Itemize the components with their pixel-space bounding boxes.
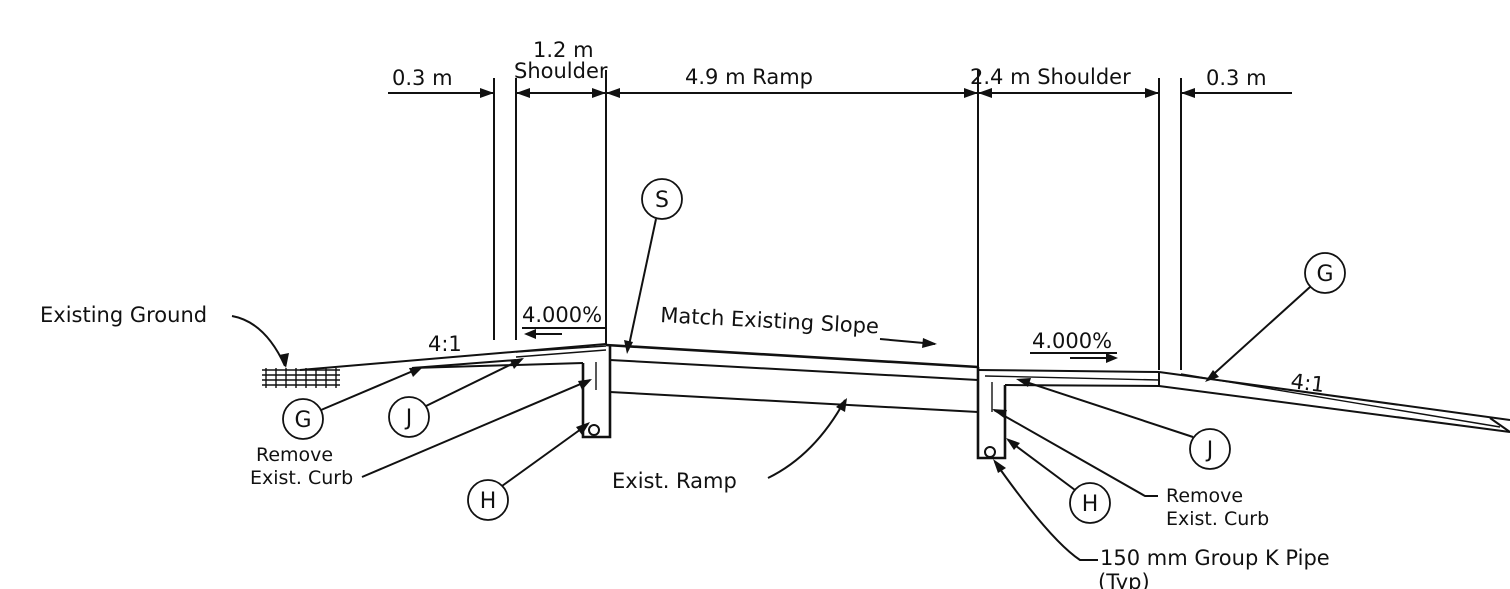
slope-left-shoulder: 4.000% <box>522 303 602 327</box>
leader-existing-ground <box>231 315 286 367</box>
callout-g-right: G <box>1205 252 1346 382</box>
svg-text:J: J <box>1205 438 1214 463</box>
svg-text:H: H <box>1082 492 1099 517</box>
dimension-lines <box>388 70 1292 370</box>
slope-ramp: Match Existing Slope <box>660 303 880 338</box>
svg-text:J: J <box>404 406 413 431</box>
dim-right-gap: 0.3 m <box>1206 66 1267 90</box>
label-remove-curb-right-1: Remove <box>1166 485 1243 507</box>
label-pipe-1: 150 mm Group K Pipe <box>1100 546 1330 570</box>
callout-s: S <box>624 178 683 354</box>
right-shoulder-slope-group: 4.000% <box>1030 329 1118 363</box>
label-existing-ground: Existing Ground <box>40 303 207 327</box>
callout-g-left: G <box>282 367 423 440</box>
dim-right-shoulder: 2.4 m Shoulder <box>970 65 1131 89</box>
existing-ground-hatch <box>262 368 340 388</box>
callout-j-right: J <box>1016 378 1231 470</box>
slope-left-side: 4:1 <box>428 332 462 356</box>
label-remove-curb-right-2: Exist. Curb <box>1166 508 1269 530</box>
leader-remove-curb-right <box>993 409 1158 497</box>
callout-h-right: H <box>1006 438 1111 524</box>
section-geometry <box>262 343 1510 460</box>
label-remove-curb-left-1: Remove <box>256 444 333 466</box>
svg-text:G: G <box>294 408 311 433</box>
label-exist-ramp: Exist. Ramp <box>612 469 737 493</box>
slope-right-side: 4:1 <box>1289 369 1325 397</box>
leader-pipe <box>994 461 1098 561</box>
svg-text:S: S <box>655 188 669 213</box>
left-shoulder-slope-group: 4.000% <box>522 303 606 339</box>
label-remove-curb-left-2: Exist. Curb <box>250 467 353 489</box>
dim-left-shoulder-label: Shoulder <box>514 59 608 83</box>
dim-left-shoulder-width: 1.2 m <box>533 38 594 62</box>
label-pipe-2: (Typ) <box>1098 570 1150 589</box>
leader-exist-ramp <box>767 399 846 479</box>
dim-ramp: 4.9 m Ramp <box>685 65 813 89</box>
svg-text:G: G <box>1316 262 1333 287</box>
callout-j-left: J <box>388 358 524 438</box>
slope-right-shoulder: 4.000% <box>1032 329 1112 353</box>
dim-left-gap: 0.3 m <box>392 66 453 90</box>
ramp-slope-group: Match Existing Slope <box>660 303 937 348</box>
leader-remove-curb-left <box>361 379 591 478</box>
svg-text:H: H <box>480 489 497 514</box>
callout-h-left: H <box>467 422 590 521</box>
